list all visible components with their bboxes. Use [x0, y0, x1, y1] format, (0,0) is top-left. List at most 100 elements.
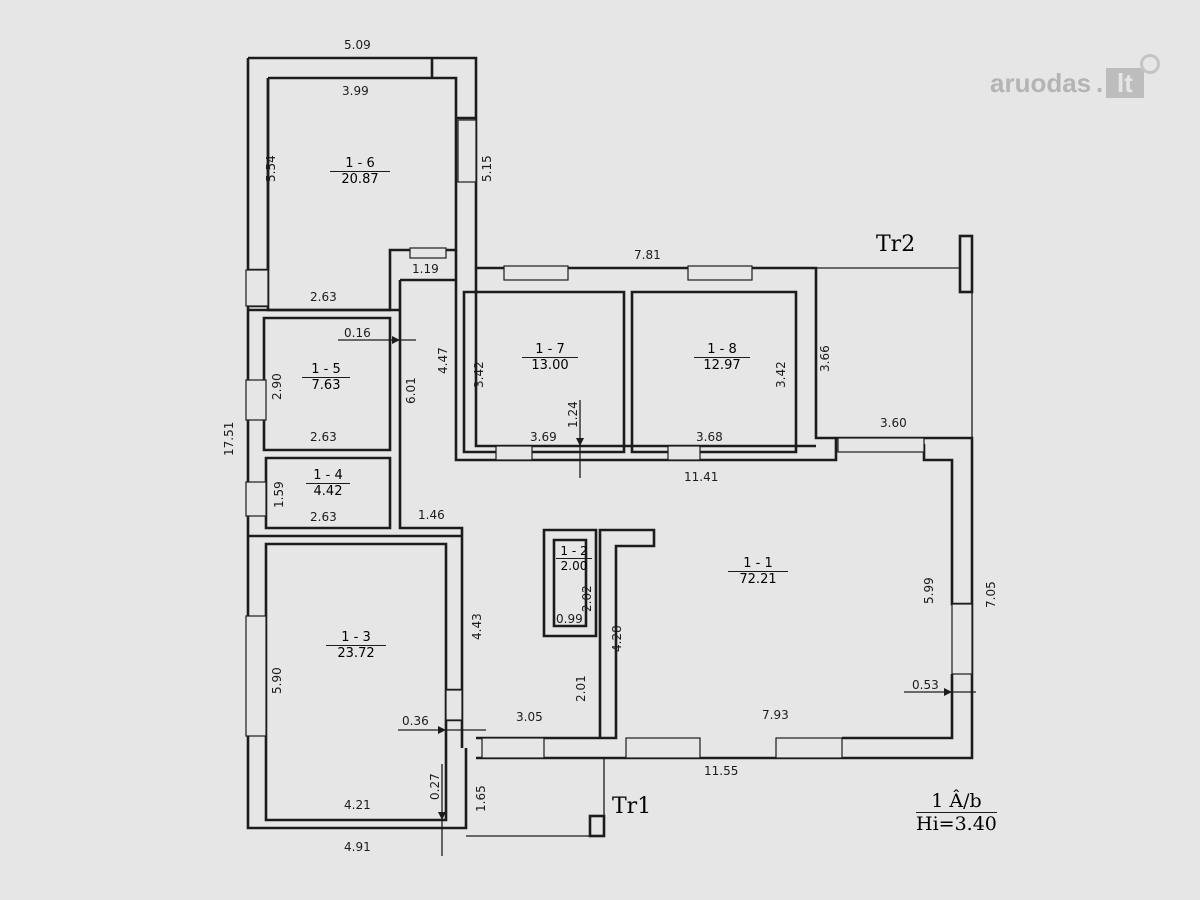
window	[245, 615, 267, 737]
dim-label: 4.43	[470, 613, 484, 640]
floor-legend: 1 Â/b Hi=3.40	[916, 790, 997, 835]
window	[245, 269, 269, 307]
dim-label: 2.63	[310, 510, 337, 524]
window	[775, 737, 843, 759]
dim-label: 1.24	[566, 401, 580, 428]
room-1-5-label: 1 - 5 7.63	[302, 362, 350, 393]
dim-label: 0.16	[344, 326, 371, 340]
room-1-2-label: 1 - 2 2.00	[556, 544, 592, 573]
dim-label: 3.99	[342, 84, 369, 98]
room-id: 1 - 3	[341, 630, 371, 645]
window	[495, 445, 533, 461]
room-1-3-label: 1 - 3 23.72	[326, 630, 386, 661]
dim-label: 11.41	[684, 470, 719, 484]
dim-label: 4.28	[610, 625, 624, 652]
room-1-7-label: 1 - 7 13.00	[522, 342, 578, 373]
floor-label: 1 Â/b	[931, 790, 982, 812]
dim-label: 5.09	[344, 38, 371, 52]
window	[481, 737, 545, 759]
terrace-2-post	[958, 234, 974, 294]
dim-label: 2.90	[270, 373, 284, 400]
room-id: 1 - 1	[743, 556, 773, 571]
dim-label: 4.47	[436, 347, 450, 374]
terrace-1-label: Tr1	[612, 794, 652, 819]
dim-label: 4.91	[344, 840, 371, 854]
room-id: 1 - 6	[345, 156, 375, 171]
dim-label: 2.01	[574, 675, 588, 702]
dim-label: 4.21	[344, 798, 371, 812]
dim-label: 5.15	[480, 155, 494, 182]
dim-label: 17.51	[222, 421, 236, 456]
room-1-4-label: 1 - 4 4.42	[306, 468, 350, 499]
room-area: 7.63	[302, 377, 350, 393]
room-area: 4.42	[306, 483, 350, 499]
dim-label: 2.02	[580, 585, 594, 612]
house-icon	[1140, 54, 1160, 74]
window	[625, 737, 701, 759]
window	[687, 265, 753, 281]
dim-label: 3.60	[880, 416, 907, 430]
dim-label: 7.93	[762, 708, 789, 722]
room-area: 12.97	[694, 357, 750, 373]
corridor-wall	[400, 250, 838, 462]
room-id: 1 - 2	[560, 544, 588, 558]
room-1-6-label: 1 - 6 20.87	[330, 156, 390, 187]
room-area: 23.72	[326, 645, 386, 661]
dim-label: 7.81	[634, 248, 661, 262]
dim-label: 6.01	[404, 377, 418, 404]
room-1-1-label: 1 - 1 72.21	[728, 556, 788, 587]
watermark-tld: lt	[1106, 68, 1144, 98]
room-1-2-walls	[542, 528, 598, 638]
dim-label: 3.68	[696, 430, 723, 444]
window	[457, 119, 477, 183]
window	[245, 481, 267, 517]
dim-label: 5.54	[264, 155, 278, 182]
dim-label: 3.69	[530, 430, 557, 444]
dim-label: 2.63	[310, 430, 337, 444]
dim-label: 0.27	[428, 773, 442, 800]
window	[837, 437, 925, 453]
room-id: 1 - 4	[313, 468, 343, 483]
terrace-1-post	[588, 814, 606, 838]
dim-label: 1.59	[272, 481, 286, 508]
dimension-arrows	[338, 336, 976, 856]
window	[951, 603, 973, 675]
height-label: Hi=3.40	[916, 812, 997, 835]
room-id: 1 - 7	[535, 342, 565, 357]
dim-label: 3.42	[472, 361, 486, 388]
dim-label: 3.66	[818, 345, 832, 372]
room-1-8-label: 1 - 8 12.97	[694, 342, 750, 373]
dim-label: 5.90	[270, 667, 284, 694]
window	[667, 445, 701, 461]
dim-label: 0.36	[402, 714, 429, 728]
room-id: 1 - 5	[311, 362, 341, 377]
dim-label: 3.42	[774, 361, 788, 388]
dim-label: 5.99	[922, 577, 936, 604]
watermark-text: aruodas	[990, 68, 1092, 98]
window	[245, 379, 267, 421]
dim-label: 2.63	[310, 290, 337, 304]
room-1-8-walls	[630, 290, 798, 454]
room-area: 2.00	[556, 558, 592, 573]
room-id: 1 - 8	[707, 342, 737, 357]
room-area: 13.00	[522, 357, 578, 373]
dim-label: 1.46	[418, 508, 445, 522]
room-1-7-walls	[462, 290, 626, 454]
aruodas-watermark: aruodas . lt	[990, 54, 1170, 100]
room-area: 72.21	[728, 571, 788, 587]
watermark-dot: .	[1096, 68, 1104, 98]
dim-label: 1.19	[412, 262, 439, 276]
window	[445, 689, 463, 721]
dim-label: 11.55	[704, 764, 739, 778]
window	[409, 247, 447, 259]
dim-label: 3.05	[516, 710, 543, 724]
room-1-3-walls	[248, 534, 462, 822]
dim-label: 7.05	[984, 581, 998, 608]
terrace-2-outline	[816, 267, 973, 438]
dim-label: 0.53	[912, 678, 939, 692]
outer-wall-upper-left	[246, 56, 974, 830]
room-area: 20.87	[330, 171, 390, 187]
